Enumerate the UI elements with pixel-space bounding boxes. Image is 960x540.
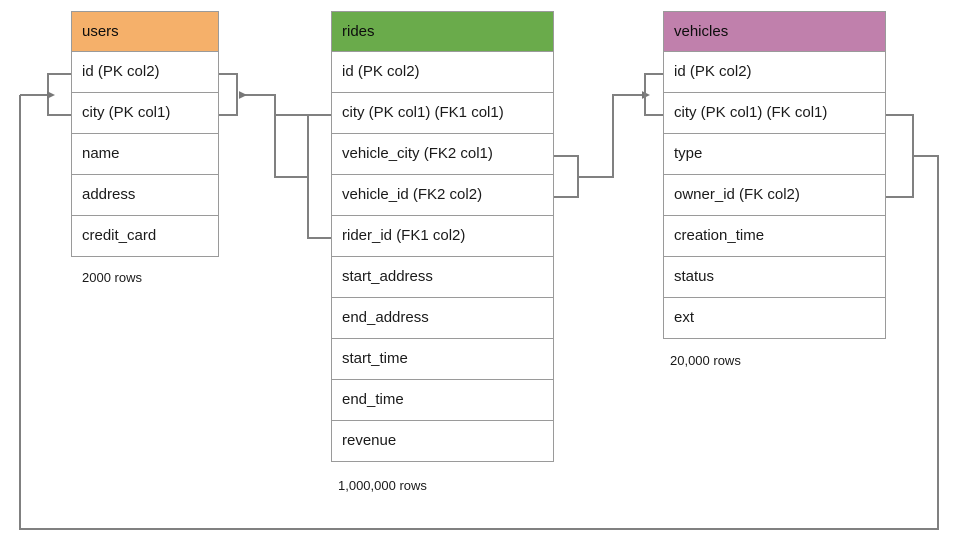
table-rides-row-count: 1,000,000 rows: [338, 478, 427, 493]
wire-rides-left-bracket: [307, 114, 331, 239]
table-rides[interactable]: rides id (PK col2) city (PK col1) (FK1 c…: [331, 11, 554, 462]
table-users[interactable]: users id (PK col2) city (PK col1) name a…: [71, 11, 219, 257]
table-vehicles-column-status: status: [663, 257, 886, 298]
table-rides-column-end-address: end_address: [331, 298, 554, 339]
wire-users-right-bracket: [219, 73, 238, 116]
wire-rides-left-stem: [274, 115, 308, 178]
table-users-column-credit-card: credit_card: [71, 216, 219, 257]
table-vehicles-column-id: id (PK col2): [663, 52, 886, 93]
table-rides-column-revenue: revenue: [331, 421, 554, 462]
table-vehicles[interactable]: vehicles id (PK col2) city (PK col1) (FK…: [663, 11, 886, 339]
table-rides-column-vehicle-id: vehicle_id (FK2 col2): [331, 175, 554, 216]
table-rides-column-city: city (PK col1) (FK1 col1): [331, 93, 554, 134]
table-rides-column-rider-id: rider_id (FK1 col2): [331, 216, 554, 257]
table-users-row-count: 2000 rows: [82, 270, 142, 285]
wire-vehicles-right-bracket: [886, 114, 914, 198]
table-rides-column-end-time: end_time: [331, 380, 554, 421]
table-vehicles-column-owner-id: owner_id (FK col2): [663, 175, 886, 216]
wire-users-left-bracket: [47, 73, 71, 116]
table-vehicles-column-ext: ext: [663, 298, 886, 339]
table-vehicles-header: vehicles: [663, 11, 886, 52]
table-rides-column-start-address: start_address: [331, 257, 554, 298]
table-users-column-city: city (PK col1): [71, 93, 219, 134]
table-rides-column-vehicle-city: vehicle_city (FK2 col1): [331, 134, 554, 175]
table-vehicles-column-creation-time: creation_time: [663, 216, 886, 257]
table-rides-column-id: id (PK col2): [331, 52, 554, 93]
table-users-column-id: id (PK col2): [71, 52, 219, 93]
wire-rides-to-vehicles: [578, 91, 650, 178]
table-rides-column-start-time: start_time: [331, 339, 554, 380]
table-users-column-name: name: [71, 134, 219, 175]
table-vehicles-row-count: 20,000 rows: [670, 353, 741, 368]
wire-rides-right-bracket: [554, 155, 579, 198]
wire-vehicles-left-bracket: [644, 73, 663, 116]
table-users-column-address: address: [71, 175, 219, 216]
table-users-header: users: [71, 11, 219, 52]
table-vehicles-column-type: type: [663, 134, 886, 175]
table-rides-header: rides: [331, 11, 554, 52]
table-vehicles-column-city: city (PK col1) (FK col1): [663, 93, 886, 134]
wire-rides-to-users: [239, 91, 308, 116]
